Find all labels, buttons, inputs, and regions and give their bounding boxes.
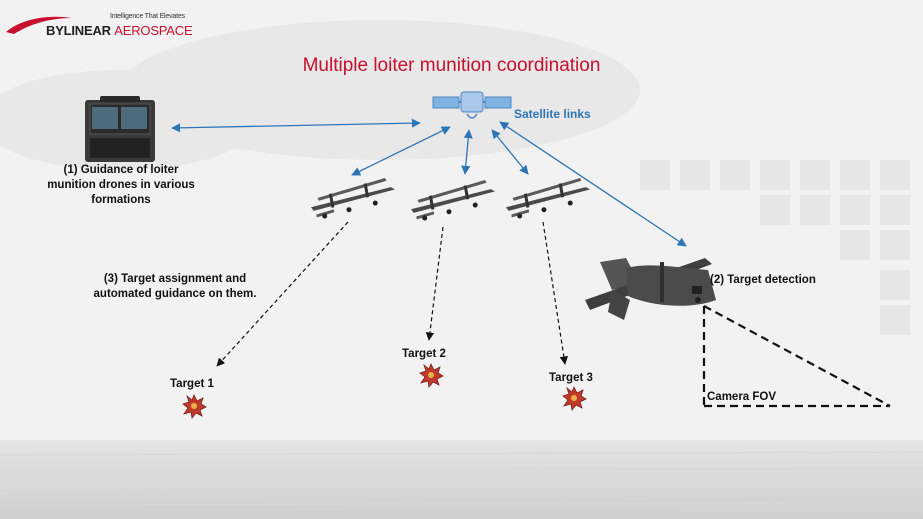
guidance-arrows bbox=[216, 221, 568, 367]
guidance-arrow-target-1 bbox=[216, 221, 349, 367]
detection-drone bbox=[585, 258, 716, 320]
logo-name-primary: BYLINEAR bbox=[46, 23, 111, 38]
diagram-title-text: Multiple loiter munition coordination bbox=[302, 55, 601, 76]
camera-fov-label: Camera FOV bbox=[707, 391, 777, 403]
camera-fov-triangle bbox=[702, 305, 891, 408]
target-1-label: Target 1 bbox=[170, 378, 214, 390]
target-assignment-caption: (3) Target assignment and automated guid… bbox=[93, 273, 257, 300]
satellite-link-arrows bbox=[171, 118, 687, 247]
guidance-caption: (1) Guidance of loiter munition drones i… bbox=[47, 164, 195, 206]
target-1-marker bbox=[182, 394, 207, 419]
satellite-icon bbox=[432, 91, 512, 119]
logo-name-secondary: AEROSPACE bbox=[114, 23, 193, 38]
target-3-marker bbox=[562, 386, 587, 411]
guidance-arrow-target-2 bbox=[425, 226, 444, 341]
link-laptop bbox=[171, 118, 421, 133]
target-detection-caption: (2) Target detection bbox=[710, 274, 816, 286]
company-logo bbox=[6, 16, 72, 34]
guidance-arrow-target-3 bbox=[542, 221, 568, 365]
ground-station-laptop bbox=[85, 96, 155, 162]
loiter-drone-3 bbox=[505, 177, 591, 219]
target-2-marker bbox=[419, 363, 444, 388]
link-detection-drone bbox=[499, 121, 687, 247]
logo-name: BYLINEAR AEROSPACE bbox=[46, 23, 193, 38]
loiter-drone-1 bbox=[310, 177, 396, 219]
link-drone-2 bbox=[461, 129, 473, 175]
target-3-label: Target 3 bbox=[549, 372, 593, 384]
loiter-drone-2 bbox=[410, 179, 496, 221]
link-drone-1 bbox=[351, 126, 451, 176]
target-2-label: Target 2 bbox=[402, 348, 446, 360]
diagram-title: Multiple loiter munition coordination bbox=[0, 55, 923, 77]
satellite-links-label: Satellite links bbox=[514, 107, 591, 121]
logo-tagline: Intelligence That Elevates bbox=[110, 13, 185, 20]
